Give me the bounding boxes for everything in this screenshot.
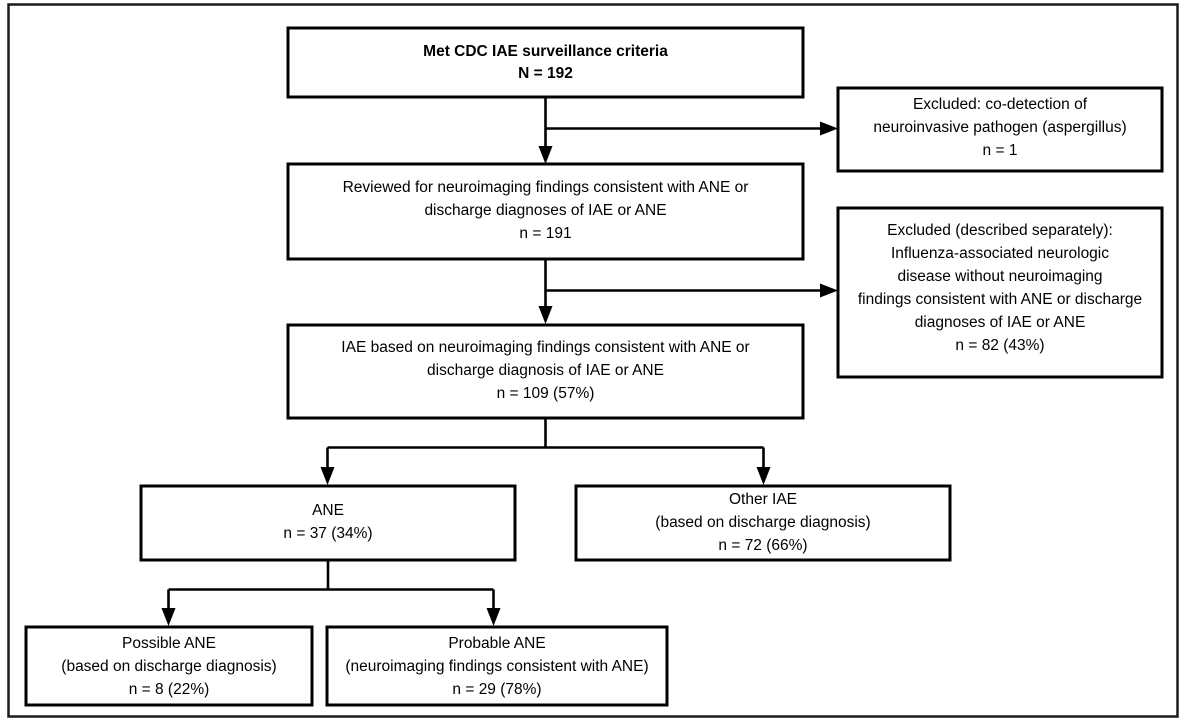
- node-iae-based-line-2: n = 109 (57%): [497, 385, 595, 402]
- node-probable-ane-line-0: Probable ANE: [448, 635, 545, 652]
- arrowhead-met-to-reviewed: [538, 146, 553, 164]
- node-ane[interactable]: ANE n = 37 (34%): [139, 484, 517, 562]
- node-excluded-codetection-box[interactable]: [836, 86, 1164, 173]
- node-excluded-codetection-line-1: neuroinvasive pathogen (aspergillus): [873, 119, 1126, 136]
- node-met-criteria-box[interactable]: [286, 26, 805, 99]
- node-excluded-separately-line-3: findings consistent with ANE or discharg…: [858, 291, 1142, 308]
- node-ane-box[interactable]: [139, 484, 517, 562]
- node-excluded-separately-line-4: diagnoses of IAE or ANE: [915, 314, 1086, 331]
- node-ane-line-1: n = 37 (34%): [283, 525, 372, 542]
- node-reviewed-line-0: Reviewed for neuroimaging findings consi…: [343, 179, 749, 196]
- node-other-iae-line-1: (based on discharge diagnosis): [655, 514, 870, 531]
- node-reviewed[interactable]: Reviewed for neuroimaging findings consi…: [286, 162, 805, 261]
- node-probable-ane[interactable]: Probable ANE (neuroimaging findings cons…: [325, 625, 669, 707]
- node-probable-ane-box[interactable]: [325, 625, 669, 707]
- node-other-iae-line-2: n = 72 (66%): [718, 537, 807, 554]
- node-excluded-separately-line-0: Excluded (described separately):: [887, 222, 1113, 239]
- node-other-iae[interactable]: Other IAE (based on discharge diagnosis)…: [574, 484, 952, 562]
- node-possible-ane-line-1: (based on discharge diagnosis): [61, 658, 276, 675]
- arrowhead-met-to-excluded-codetection: [820, 121, 838, 136]
- node-met-criteria[interactable]: Met CDC IAE surveillance criteria N = 19…: [286, 26, 805, 99]
- node-excluded-separately-line-1: Influenza-associated neurologic: [891, 245, 1109, 262]
- arrowhead-reviewed-to-iae: [538, 306, 553, 324]
- node-possible-ane-line-2: n = 8 (22%): [129, 681, 210, 698]
- figure-border: [7, 3, 1179, 718]
- arrowhead-iae-to-other-iae: [756, 467, 771, 485]
- node-excluded-separately-box[interactable]: [836, 206, 1164, 379]
- node-excluded-codetection-line-2: n = 1: [983, 142, 1018, 159]
- node-excluded-separately-line-2: disease without neuroimaging: [897, 268, 1102, 285]
- node-ane-line-0: ANE: [312, 502, 344, 519]
- arrowhead-ane-to-possible: [161, 608, 176, 626]
- node-probable-ane-line-1: (neuroimaging findings consistent with A…: [345, 658, 648, 675]
- node-excluded-separately-line-5: n = 82 (43%): [955, 337, 1044, 354]
- node-iae-based[interactable]: IAE based on neuroimaging findings consi…: [286, 323, 805, 420]
- node-iae-based-box[interactable]: [286, 323, 805, 420]
- node-excluded-separately[interactable]: Excluded (described separately): Influen…: [836, 206, 1164, 379]
- arrowhead-reviewed-to-excluded-separately: [820, 283, 838, 298]
- node-possible-ane-line-0: Possible ANE: [122, 635, 216, 652]
- node-other-iae-box[interactable]: [574, 484, 952, 562]
- node-reviewed-line-2: n = 191: [519, 225, 571, 242]
- node-other-iae-line-0: Other IAE: [729, 491, 797, 508]
- arrowhead-ane-to-probable: [486, 608, 501, 626]
- node-met-criteria-line-0: Met CDC IAE surveillance criteria: [423, 43, 668, 60]
- node-reviewed-box[interactable]: [286, 162, 805, 261]
- node-iae-based-line-1: discharge diagnosis of IAE or ANE: [427, 362, 664, 379]
- node-reviewed-line-1: discharge diagnoses of IAE or ANE: [424, 202, 666, 219]
- connector-group: [161, 97, 838, 626]
- node-possible-ane[interactable]: Possible ANE (based on discharge diagnos…: [24, 625, 314, 707]
- node-excluded-codetection[interactable]: Excluded: co-detection of neuroinvasive …: [836, 86, 1164, 173]
- node-possible-ane-box[interactable]: [24, 625, 314, 707]
- node-met-criteria-line-1: N = 192: [518, 65, 573, 82]
- node-excluded-codetection-line-0: Excluded: co-detection of: [913, 96, 1088, 113]
- arrowhead-iae-to-ane: [320, 467, 335, 485]
- node-probable-ane-line-2: n = 29 (78%): [452, 681, 541, 698]
- node-iae-based-line-0: IAE based on neuroimaging findings consi…: [341, 339, 749, 356]
